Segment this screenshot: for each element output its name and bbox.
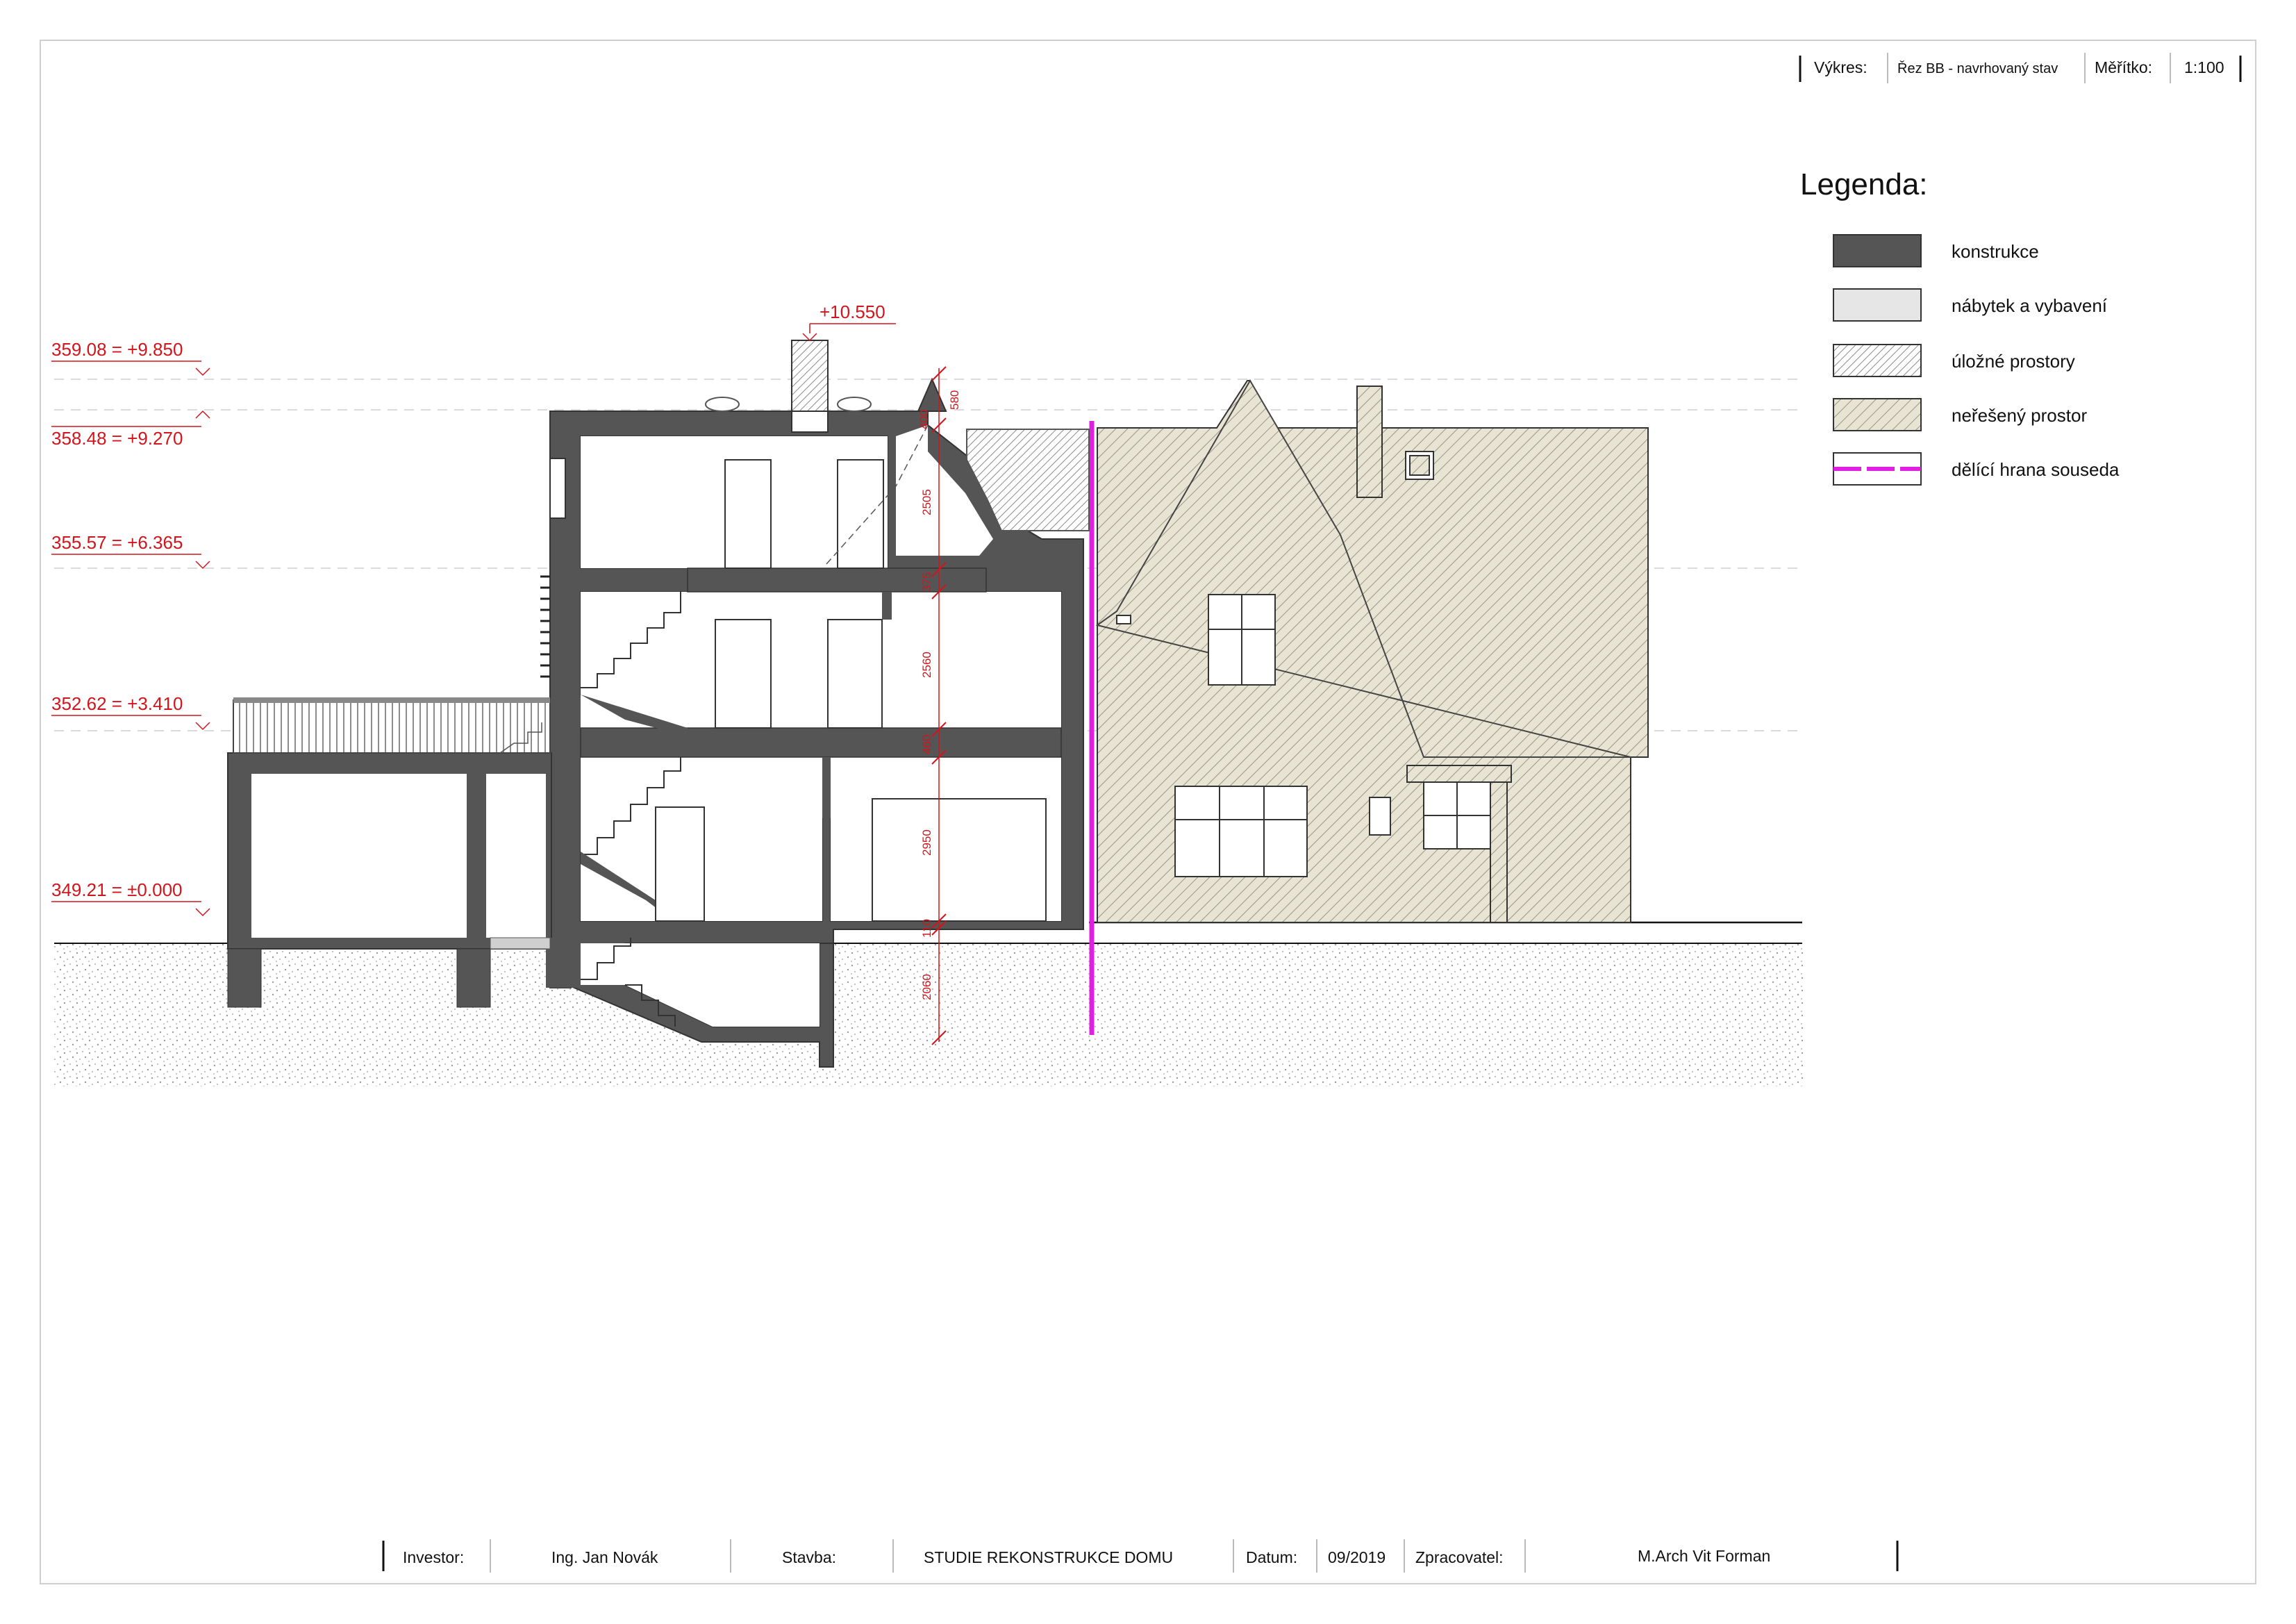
wall-hatch [540, 575, 550, 678]
legend-label-storage: úložné prostory [1952, 351, 2075, 372]
investor-value: Ing. Jan Novák [551, 1548, 658, 1566]
datum-value: 09/2019 [1328, 1548, 1386, 1566]
legend: Legenda: konstrukce nábytek a vybavení ú… [1800, 167, 2120, 486]
left-annex [227, 697, 581, 1008]
dim-2060: 2060 [920, 974, 933, 1000]
scale-label: Měřítko: [2095, 58, 2152, 76]
legend-label-construction: konstrukce [1952, 241, 2039, 262]
legend-label-furniture: nábytek a vybavení [1952, 295, 2108, 316]
legend-swatch-storage [1833, 344, 1922, 377]
legend-swatch-furniture [1833, 288, 1922, 322]
level-annotations: 359.08 = +9.850 358.48 = +9.270 355.57 =… [51, 301, 896, 917]
legend-swatch-unresolved [1833, 398, 1922, 431]
title-block-top: Výkres: Řez BB - navrhovaný stav Měřítko… [1799, 53, 2242, 83]
level-label-5: 349.21 = ±0.000 [51, 879, 183, 900]
title-block-bottom: Investor: Ing. Jan Novák Stavba: STUDIE … [382, 1539, 1899, 1573]
ground-fill [54, 943, 1803, 1086]
zpracovatel-value: M.Arch Vit Forman [1638, 1547, 1770, 1565]
legend-title: Legenda: [1800, 167, 1928, 201]
legend-swatch-construction [1833, 234, 1922, 267]
dim-400: 400 [917, 410, 931, 429]
scale-value: 1:100 [2184, 58, 2224, 76]
dimension-chain: 400 580 2505 375 2560 460 2950 110 2060 [917, 366, 961, 1045]
neighbor-house [1095, 379, 1649, 923]
legend-label-neighbor: dělící hrana souseda [1952, 459, 2120, 480]
dim-2560: 2560 [920, 652, 933, 678]
zpracovatel-label: Zpracovatel: [1415, 1548, 1504, 1566]
chimney-level-label: +10.550 [820, 301, 885, 322]
sheet-frame [40, 40, 2256, 1584]
level-label-1: 359.08 = +9.850 [51, 339, 183, 360]
dim-110: 110 [920, 919, 933, 938]
dim-580: 580 [948, 390, 961, 410]
dim-460: 460 [920, 735, 933, 754]
datum-label: Datum: [1246, 1548, 1297, 1566]
main-house-section [549, 340, 1090, 1068]
investor-label: Investor: [403, 1548, 464, 1566]
legend-label-unresolved: neřešený prostor [1952, 405, 2087, 426]
level-label-4: 352.62 = +3.410 [51, 693, 183, 714]
stavba-value: STUDIE REKONSTRUKCE DOMU [924, 1548, 1173, 1566]
stavba-label: Stavba: [782, 1548, 836, 1566]
dim-375: 375 [920, 572, 933, 592]
level-label-3: 355.57 = +6.365 [51, 532, 183, 553]
drawing-label: Výkres: [1814, 58, 1867, 76]
dim-2505: 2505 [920, 489, 933, 515]
dim-2950: 2950 [920, 829, 933, 856]
drawing-value: Řez BB - navrhovaný stav [1897, 60, 2058, 76]
level-label-2: 358.48 = +9.270 [51, 428, 183, 449]
